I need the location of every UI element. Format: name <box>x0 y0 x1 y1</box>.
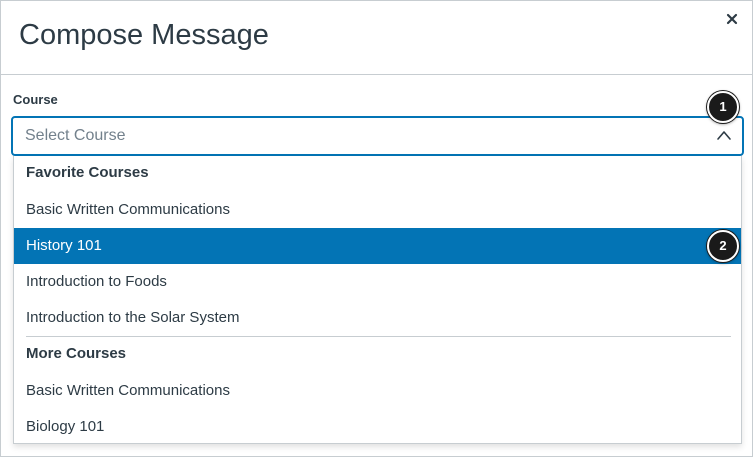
option-biology-101[interactable]: Biology 101 <box>26 418 105 435</box>
option-basic-written-communications-more[interactable]: Basic Written Communications <box>26 382 230 399</box>
course-label: Course <box>13 92 58 107</box>
course-dropdown-list: Favorite Courses Basic Written Communica… <box>13 156 742 444</box>
callout-badge-2: 2 <box>707 230 739 262</box>
option-introduction-to-solar-system[interactable]: Introduction to the Solar System <box>26 309 240 326</box>
group-header-favorite: Favorite Courses <box>26 164 149 181</box>
course-select[interactable] <box>11 116 744 156</box>
callout-badge-1: 1 <box>707 91 739 123</box>
option-basic-written-communications[interactable]: Basic Written Communications <box>26 201 230 218</box>
close-button[interactable] <box>724 11 740 27</box>
close-icon <box>726 13 738 25</box>
group-header-more: More Courses <box>26 345 127 362</box>
dialog-title: Compose Message <box>19 19 269 51</box>
option-history-101[interactable]: History 101 <box>14 228 741 264</box>
dialog-header: Compose Message <box>1 1 752 75</box>
course-select-input[interactable] <box>25 118 685 154</box>
group-divider <box>26 336 731 337</box>
chevron-up-icon[interactable] <box>716 128 732 142</box>
option-introduction-to-foods[interactable]: Introduction to Foods <box>26 273 167 290</box>
